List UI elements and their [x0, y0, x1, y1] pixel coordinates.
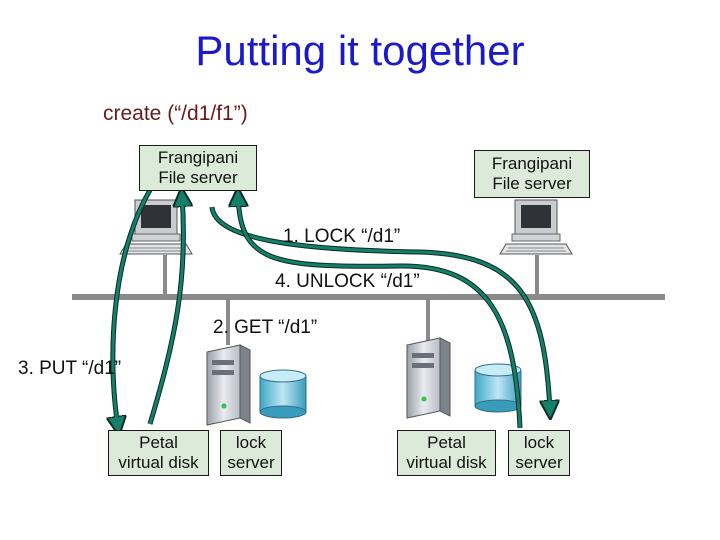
operation-label: create (“/d1/f1”): [103, 102, 248, 125]
put-message: 3. PUT “/d1”: [18, 358, 122, 379]
lock-server-label-right: lock server: [508, 430, 570, 476]
lock-message: 1. LOCK “/d1”: [283, 226, 401, 247]
petal-disk-label-right: Petal virtual disk: [397, 430, 496, 476]
get-message: 2. GET “/d1”: [213, 317, 318, 338]
workstation-icon-right: [499, 199, 573, 255]
lock-server-label-left: lock server: [220, 430, 282, 476]
disk-icon-left: [259, 369, 307, 419]
server-tower-icon-left: [206, 344, 251, 426]
network: [72, 255, 665, 345]
file-server-label-right: Frangipani File server: [474, 150, 590, 198]
file-server-label-left: Frangipani File server: [139, 145, 257, 191]
message-arrows: [113, 190, 550, 428]
slide-title: Putting it together: [195, 27, 525, 74]
petal-disk-label-left: Petal virtual disk: [108, 430, 209, 476]
server-tower-icon-right: [406, 337, 451, 419]
unlock-message: 4. UNLOCK “/d1”: [275, 271, 420, 292]
